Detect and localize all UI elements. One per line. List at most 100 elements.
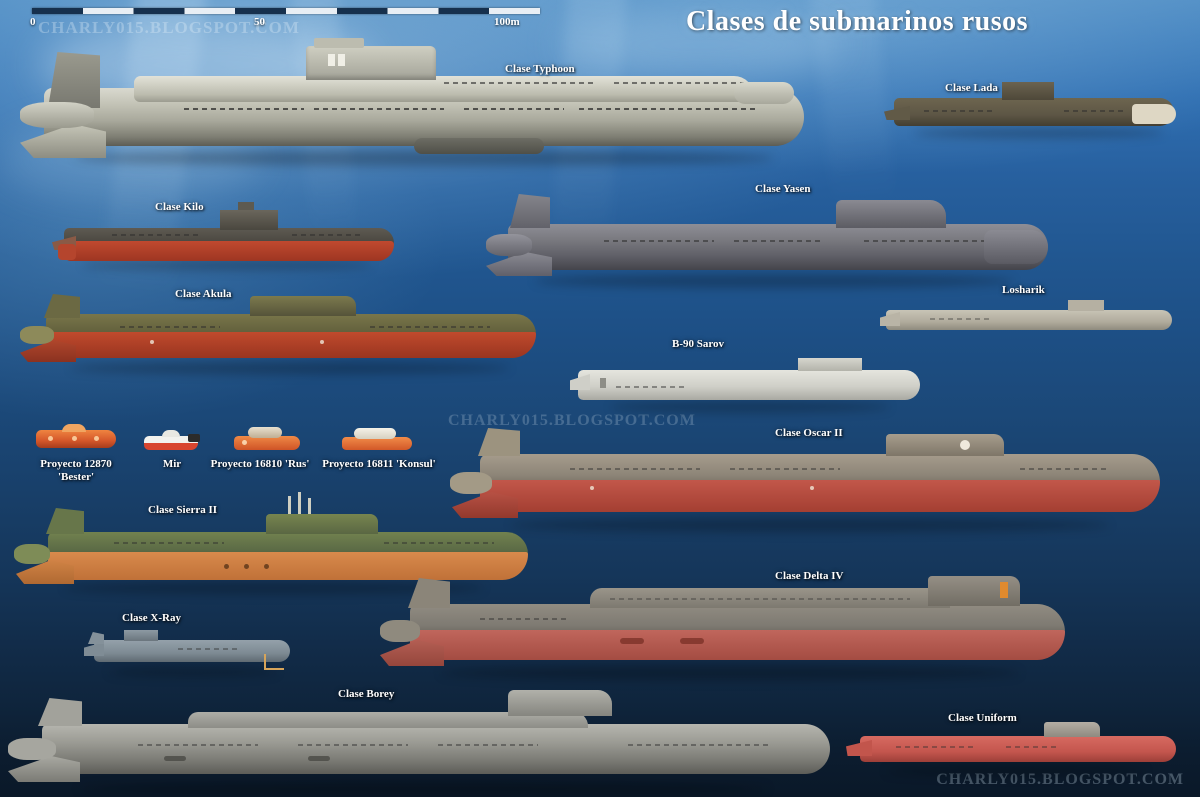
label-uniform: Clase Uniform [948, 712, 1017, 724]
hull-detail [610, 598, 910, 600]
borey-missile-casing [188, 712, 588, 728]
hull-detail [314, 108, 444, 110]
label-akula: Clase Akula [175, 288, 232, 300]
label-xray: Clase X-Ray [122, 612, 181, 624]
typhoon-sail [306, 46, 436, 80]
submersible-rus [232, 426, 304, 454]
xray-hull [94, 640, 290, 662]
hull-detail [292, 234, 362, 236]
kilo-hull-lower [64, 241, 394, 261]
hull-detail [112, 234, 202, 236]
submarine-yasen [484, 190, 1054, 290]
hull-detail [384, 542, 494, 544]
typhoon-stern-plane [20, 124, 106, 158]
label-yasen: Clase Yasen [755, 183, 811, 195]
submarine-typhoon [14, 38, 814, 166]
xray-bow-gear [264, 654, 284, 670]
page-title: Clases de submarinos rusos [685, 6, 1028, 37]
sub-shadow [108, 668, 278, 676]
scale-label-middle: 50 [254, 16, 265, 28]
label-kilo: Clase Kilo [155, 201, 204, 213]
sub-shadow [82, 260, 372, 270]
delta4-sail-marking [1000, 582, 1008, 598]
submarine-borey [8, 690, 838, 796]
label-borey: Clase Borey [338, 688, 395, 700]
kilo-sail-mast [238, 202, 254, 210]
hull-marking [320, 340, 324, 344]
yasen-sail [836, 200, 946, 228]
typhoon-sail-window [338, 54, 345, 66]
hull-detail [370, 326, 490, 328]
scale-label-start: 0 [30, 16, 36, 28]
scale-bar-track [32, 8, 540, 14]
mir-hull [144, 436, 198, 450]
submarine-uniform [846, 718, 1186, 776]
delta4-rudder [408, 578, 450, 608]
bester-cupola [62, 424, 86, 432]
hull-detail [184, 108, 304, 110]
rus-hull [234, 436, 300, 450]
hull-detail [628, 744, 768, 746]
lada-hull [894, 98, 1174, 126]
bester-viewport [48, 436, 53, 441]
lada-bow-dome [1132, 104, 1176, 124]
hull-detail [864, 240, 984, 242]
borey-hull [42, 724, 830, 774]
yasen-rudder [510, 194, 550, 228]
sarov-sail [798, 358, 862, 371]
sub-shadow [914, 128, 1164, 138]
hull-marking [244, 564, 249, 569]
hull-marking [164, 756, 186, 761]
hull-detail [444, 82, 594, 84]
hull-marking [150, 340, 154, 344]
sub-shadow [510, 518, 1110, 532]
uniform-hull [860, 736, 1176, 762]
sub-shadow [440, 666, 1020, 680]
sub-shadow [534, 274, 1014, 288]
sierra2-propeller [14, 544, 50, 564]
hull-detail [604, 240, 714, 242]
hull-marking [264, 564, 269, 569]
lada-sail [1002, 82, 1054, 100]
submarine-kilo [52, 202, 402, 270]
label-oscar2: Clase Oscar II [775, 427, 843, 439]
label-rus: Proyecto 16810 'Rus' [210, 458, 310, 470]
rus-superstructure [248, 427, 282, 438]
hull-detail [1020, 468, 1110, 470]
submarine-sierra2 [14, 492, 534, 594]
uniform-sail [1044, 722, 1100, 737]
hull-marking [810, 486, 814, 490]
hull-detail [298, 744, 408, 746]
hull-marking [590, 486, 594, 490]
hull-detail [178, 648, 238, 650]
yasen-bow-dome [984, 230, 1048, 264]
label-lada: Clase Lada [945, 82, 998, 94]
submarine-xray [78, 626, 308, 676]
losharik-hull [886, 310, 1172, 330]
sub-shadow [610, 402, 890, 412]
sarov-hull [578, 370, 920, 400]
sub-shadow [70, 362, 510, 374]
label-delta4: Clase Delta IV [775, 570, 844, 582]
sierra2-mast [298, 492, 301, 514]
oscar2-rudder [478, 428, 520, 456]
hull-detail [570, 468, 700, 470]
submarine-lada [884, 80, 1184, 140]
yasen-propulsor [486, 234, 532, 256]
hull-detail [616, 386, 686, 388]
sub-shadow [74, 150, 774, 166]
label-losharik: Losharik [1002, 284, 1045, 296]
label-typhoon: Clase Typhoon [505, 63, 575, 75]
hull-detail [924, 110, 994, 112]
label-konsul: Proyecto 16811 'Konsul' [322, 458, 436, 470]
typhoon-propulsor [20, 102, 94, 128]
borey-rudder [38, 698, 82, 726]
sub-shadow [64, 582, 484, 594]
hull-detail [480, 618, 570, 620]
losharik-sail [1068, 300, 1104, 311]
label-sarov: B-90 Sarov [672, 338, 725, 350]
delta4-missile-casing [590, 588, 950, 608]
kilo-sail [220, 210, 278, 230]
hull-marking [224, 564, 229, 569]
